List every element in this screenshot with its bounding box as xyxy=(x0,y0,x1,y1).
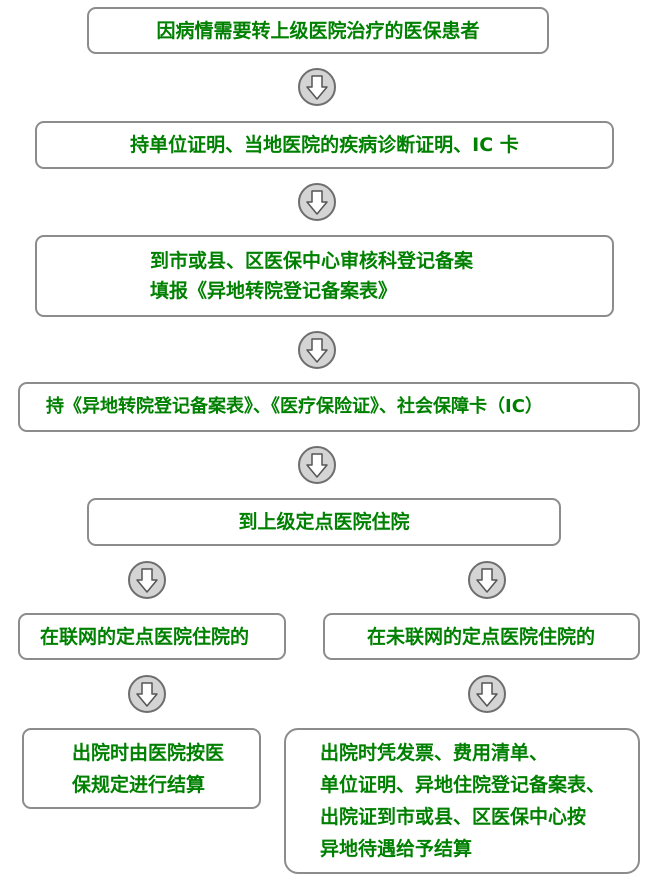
step-documents-text: 持单位证明、当地医院的疾病诊断证明、IC 卡 xyxy=(130,134,519,156)
result-non-networked-settlement: 出院时凭发票、费用清单、 单位证明、异地住院登记备案表、 出院证到市或县、区医保… xyxy=(284,728,640,874)
step-documents: 持单位证明、当地医院的疾病诊断证明、IC 卡 xyxy=(35,121,614,169)
result-networked-line1: 出院时由医院按医 xyxy=(72,741,225,764)
result-non-networked-line1: 出院时凭发票、费用清单、 xyxy=(320,742,549,764)
down-arrow-icon xyxy=(468,675,506,713)
down-arrow-icon xyxy=(468,561,506,599)
step-registration-line2: 填报《异地转院登记备案表》 xyxy=(150,280,398,302)
down-arrow-icon xyxy=(128,675,166,713)
result-networked-line2: 保规定进行结算 xyxy=(72,773,206,796)
down-arrow-icon xyxy=(298,68,336,106)
step-patient-referral: 因病情需要转上级医院治疗的医保患者 xyxy=(87,7,549,54)
result-non-networked-line2: 单位证明、异地住院登记备案表、 xyxy=(320,774,606,796)
branch-networked-hospital: 在联网的定点医院住院的 xyxy=(18,613,286,660)
branch-non-networked-hospital: 在未联网的定点医院住院的 xyxy=(323,613,640,660)
result-networked-settlement: 出院时由医院按医 保规定进行结算 xyxy=(22,728,261,809)
branch-non-networked-hospital-text: 在未联网的定点医院住院的 xyxy=(367,625,596,648)
branch-networked-hospital-text: 在联网的定点医院住院的 xyxy=(40,625,250,648)
result-non-networked-line3: 出院证到市或县、区医保中心按 xyxy=(320,806,587,828)
down-arrow-icon xyxy=(298,446,336,484)
step-registration: 到市或县、区医保中心审核科登记备案 填报《异地转院登记备案表》 xyxy=(35,235,614,317)
down-arrow-icon xyxy=(298,183,336,221)
step-admission: 到上级定点医院住院 xyxy=(87,498,561,546)
step-patient-referral-text: 因病情需要转上级医院治疗的医保患者 xyxy=(156,19,480,42)
down-arrow-icon xyxy=(128,561,166,599)
result-non-networked-line4: 异地待遇给予结算 xyxy=(320,838,473,860)
step-hold-forms-text: 持《异地转院登记备案表》、《医疗保险证》、社会保障卡（IC） xyxy=(46,396,543,417)
down-arrow-icon xyxy=(298,331,336,369)
step-admission-text: 到上级定点医院住院 xyxy=(238,511,410,533)
step-hold-forms: 持《异地转院登记备案表》、《医疗保险证》、社会保障卡（IC） xyxy=(18,382,640,432)
step-registration-line1: 到市或县、区医保中心审核科登记备案 xyxy=(150,250,474,272)
